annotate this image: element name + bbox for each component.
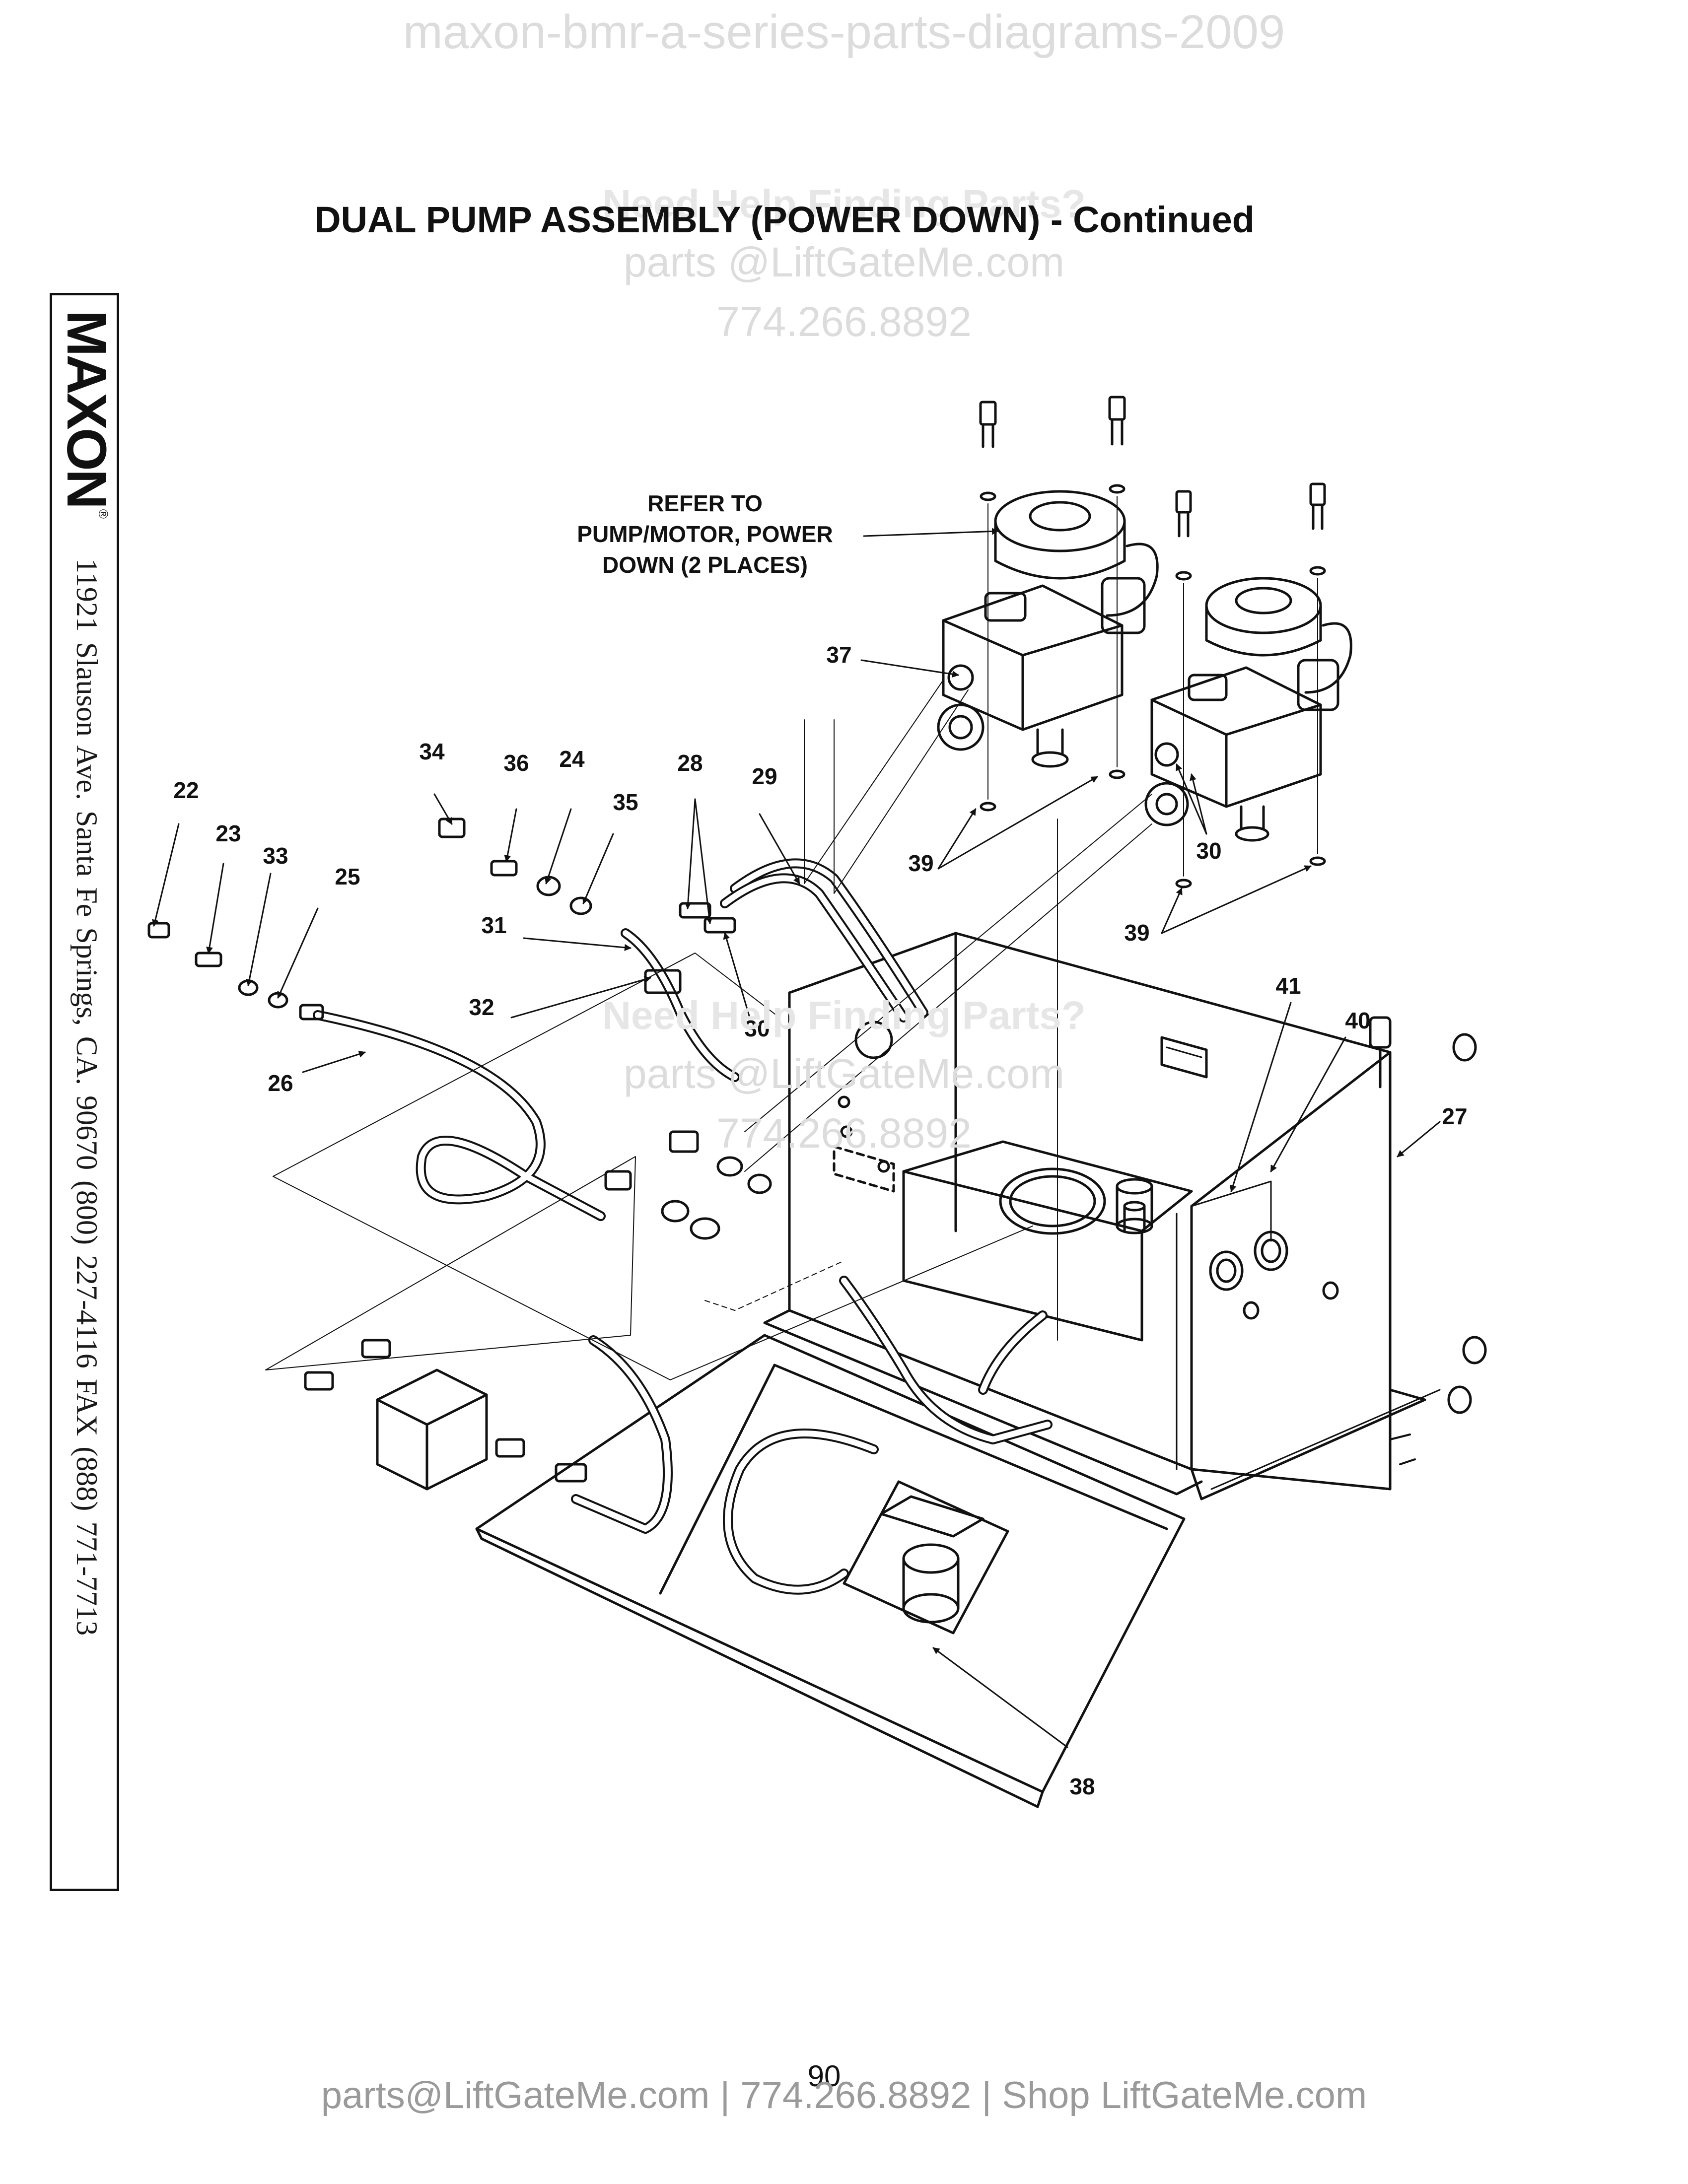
callout-39-b: 39	[1124, 920, 1149, 946]
watermark-document-name: maxon-bmr-a-series-parts-diagrams-2009	[403, 5, 1285, 59]
callout-40: 40	[1345, 1008, 1370, 1033]
callout-29: 29	[752, 763, 777, 789]
callout-31: 31	[481, 912, 506, 938]
fittings-chain	[147, 818, 1487, 1491]
callout-30-b: 30	[1196, 838, 1221, 864]
callout-leaders	[152, 528, 1441, 1748]
tray-bracket	[475, 1334, 1186, 1808]
watermark-phone-2: 774.266.8892	[716, 1110, 972, 1157]
callout-30-a: 30	[744, 1016, 770, 1041]
callout-27: 27	[1442, 1103, 1467, 1129]
callout-22: 22	[173, 777, 199, 803]
callout-35: 35	[613, 789, 638, 815]
callout-32: 32	[469, 994, 494, 1020]
watermark-help-heading-2: Need Help Finding Parts?	[602, 993, 1086, 1037]
refer-note-line-1: REFER TO	[647, 490, 763, 516]
refer-note-line-3: DOWN (2 PLACES)	[602, 552, 808, 578]
callout-26: 26	[268, 1070, 293, 1096]
page-number: 90	[807, 2059, 841, 2093]
pump-motor-unit-right	[1144, 577, 1352, 842]
footer-contact: parts@LiftGateMe.com | 774.266.8892 | Sh…	[321, 2074, 1367, 2116]
callout-28: 28	[677, 750, 703, 776]
hydraulic-hoses	[313, 858, 1053, 1595]
callout-25: 25	[335, 864, 360, 889]
mounting-bolts	[979, 396, 1326, 888]
callout-34: 34	[419, 739, 445, 764]
watermark-email-2: parts @LiftGateMe.com	[623, 1050, 1065, 1097]
callout-39-a: 39	[908, 850, 933, 876]
page-title: DUAL PUMP ASSEMBLY (POWER DOWN) - Contin…	[314, 199, 1255, 240]
watermark-phone: 774.266.8892	[716, 298, 972, 345]
callout-33: 33	[263, 843, 288, 869]
company-sidebar: MAXON ® 11921 Slauson Ave. Santa Fe Spri…	[50, 293, 119, 1891]
pump-motor-unit-left	[937, 490, 1159, 768]
guide-lines	[265, 680, 1152, 1380]
refer-note-line-2: PUMP/MOTOR, POWER	[577, 521, 833, 547]
callout-38: 38	[1069, 1774, 1095, 1799]
callout-23: 23	[215, 820, 241, 846]
callout-41: 41	[1275, 973, 1301, 999]
watermark-help-heading: Need Help Finding Parts?	[602, 182, 1086, 226]
callout-37: 37	[826, 642, 851, 668]
callout-24: 24	[559, 746, 585, 772]
callout-36: 36	[503, 750, 529, 776]
watermark-email: parts @LiftGateMe.com	[623, 239, 1065, 285]
